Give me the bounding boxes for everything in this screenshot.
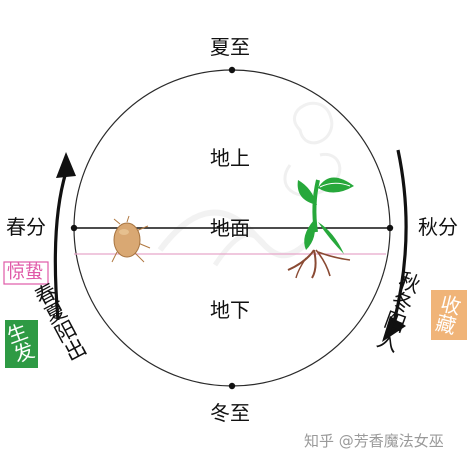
dot-right bbox=[386, 224, 394, 232]
summer-solstice-label: 夏至 bbox=[210, 35, 250, 59]
dormant-insect bbox=[111, 215, 151, 263]
above-ground-label: 地上 bbox=[210, 146, 250, 170]
below-ground-label: 地下 bbox=[210, 298, 250, 322]
dot-left bbox=[70, 224, 78, 232]
watermark-text: 知乎 @芳香魔法女巫 bbox=[304, 432, 444, 450]
dot-top bbox=[228, 66, 236, 74]
dot-bottom bbox=[228, 382, 236, 390]
ground-surface-label: 地面 bbox=[210, 216, 250, 240]
winter-solstice-label: 冬至 bbox=[210, 401, 250, 425]
shouzang-tag-bg bbox=[431, 290, 467, 340]
autumn-equinox-label: 秋分 bbox=[418, 215, 458, 239]
spring-equinox-label: 春分 bbox=[6, 215, 46, 239]
shengfa-tag-bg bbox=[5, 320, 38, 368]
right-descending-arrow bbox=[382, 149, 408, 342]
watermark-logo bbox=[157, 101, 342, 267]
sprouting-plant bbox=[287, 177, 354, 279]
jingzhe-tag-border bbox=[3, 261, 49, 285]
jingzhe-tag: 惊蛰 bbox=[7, 262, 43, 283]
left-rising-arrow bbox=[53, 152, 76, 321]
